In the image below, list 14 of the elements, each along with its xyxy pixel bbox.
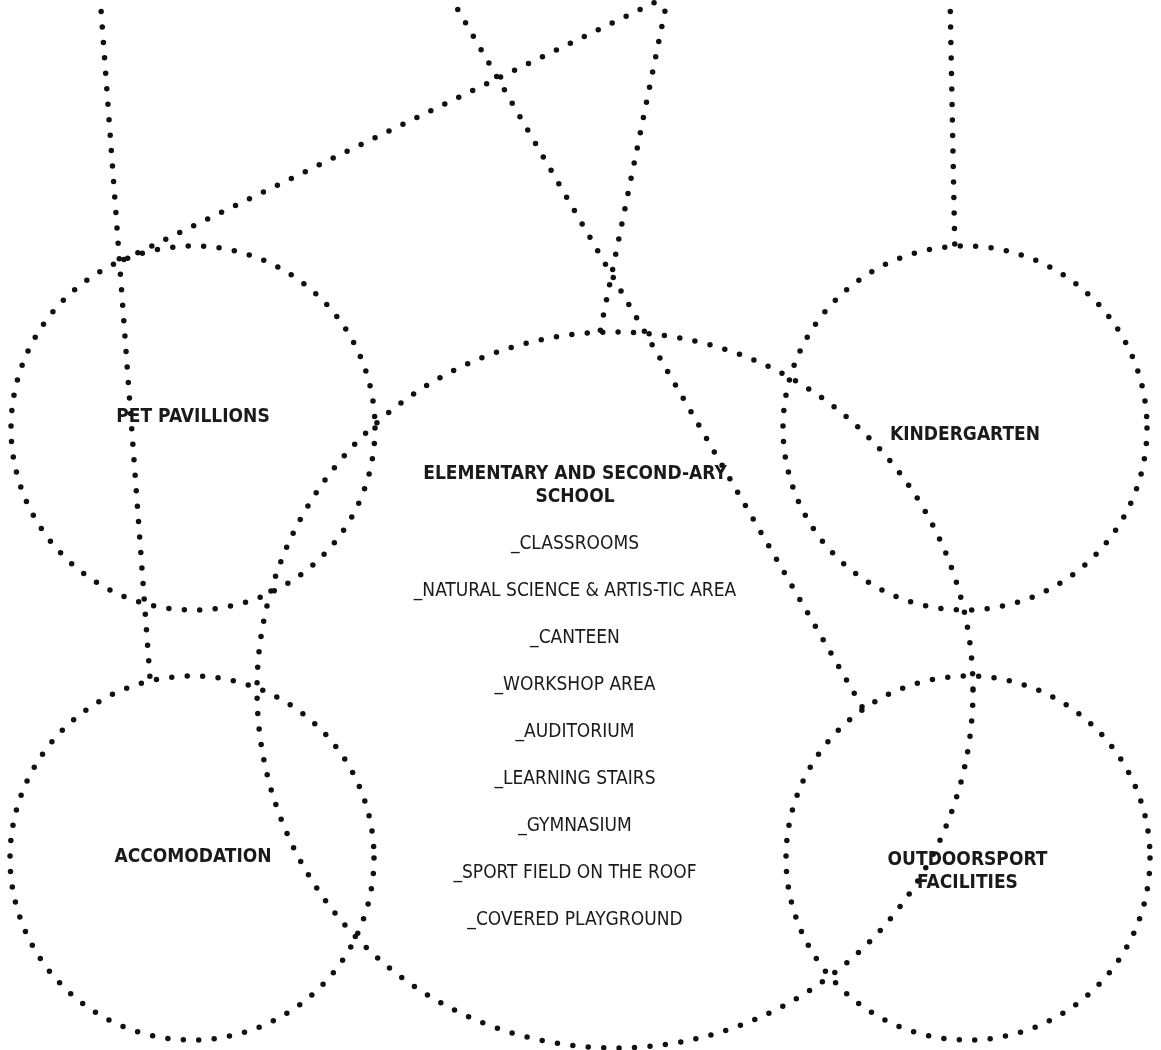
node-title: ELEMENTARY AND SECOND-ARY SCHOOL <box>422 460 728 507</box>
node-title: OUTDOORSPORT FACILITIES <box>886 847 1049 893</box>
node-title: ACCOMODATION <box>114 843 272 867</box>
list-item: _CANTEEN <box>530 624 620 648</box>
list-item: _AUDITORIUM <box>515 718 635 742</box>
list-item: _GYMNASIUM <box>518 812 632 836</box>
list-item: _CLASSROOMS <box>510 530 640 554</box>
list-item: _LEARNING STAIRS <box>494 765 656 789</box>
list-item: _NATURAL SCIENCE & ARTIS-TIC AREA <box>413 577 737 601</box>
list-item: _SPORT FIELD ON THE ROOF <box>453 859 697 883</box>
node-title: KINDERGARTEN <box>889 421 1041 445</box>
list-item: _WORKSHOP AREA <box>494 671 656 695</box>
list-item: _COVERED PLAYGROUND <box>467 906 683 930</box>
node-title: PET PAVILLIONS <box>116 403 270 427</box>
